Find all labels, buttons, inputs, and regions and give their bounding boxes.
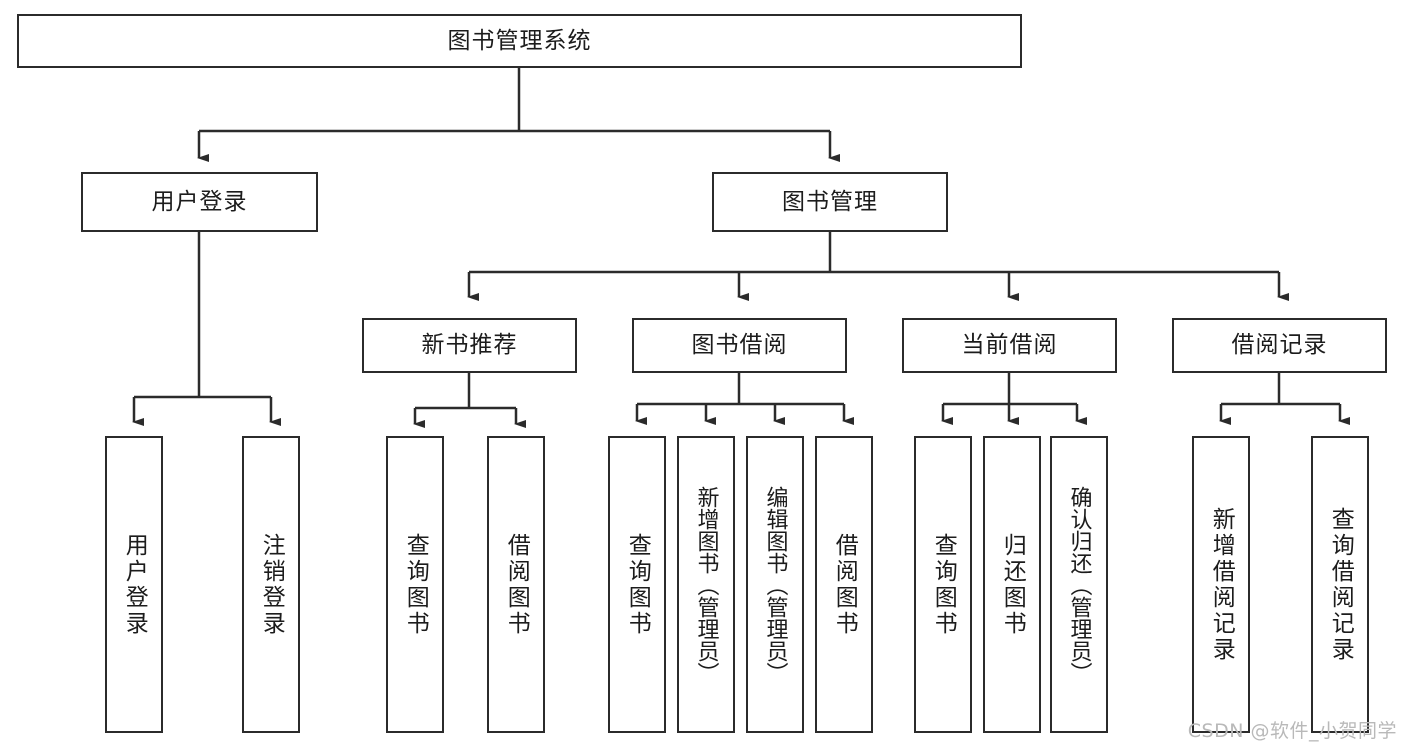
node-leaf-confirm-return[interactable]: 确认归还（管理员） xyxy=(1050,436,1108,733)
node-leaf-query-book-1-label: 查询图书 xyxy=(402,532,429,637)
node-current-borrow-label: 当前借阅 xyxy=(961,332,1058,359)
node-leaf-logout-login-label: 注销登录 xyxy=(258,532,285,637)
node-leaf-borrow-book-2[interactable]: 借阅图书 xyxy=(815,436,873,733)
watermark-text: CSDN @软件_小贺同学 xyxy=(1187,720,1397,742)
node-new-book-recommend-label: 新书推荐 xyxy=(421,332,518,359)
node-leaf-confirm-return-label: 确认归还（管理员） xyxy=(1066,485,1092,684)
node-borrow-record[interactable]: 借阅记录 xyxy=(1172,318,1387,373)
node-leaf-return-book-label: 归还图书 xyxy=(999,532,1026,637)
node-new-book-recommend[interactable]: 新书推荐 xyxy=(362,318,577,373)
node-leaf-add-book-label: 新增图书（管理员） xyxy=(693,485,719,684)
node-book-management[interactable]: 图书管理 xyxy=(712,172,948,232)
node-leaf-borrow-book-1[interactable]: 借阅图书 xyxy=(487,436,545,733)
node-leaf-edit-book[interactable]: 编辑图书（管理员） xyxy=(746,436,804,733)
node-root[interactable]: 图书管理系统 xyxy=(17,14,1022,68)
node-leaf-query-record-label: 查询借阅记录 xyxy=(1327,506,1354,663)
node-borrow-record-label: 借阅记录 xyxy=(1231,332,1328,359)
node-leaf-borrow-book-1-label: 借阅图书 xyxy=(503,532,530,637)
node-leaf-user-login-label: 用户登录 xyxy=(121,532,148,637)
node-leaf-query-book-3[interactable]: 查询图书 xyxy=(914,436,972,733)
node-leaf-query-book-3-label: 查询图书 xyxy=(930,532,957,637)
node-root-label: 图书管理系统 xyxy=(447,27,592,54)
node-leaf-add-book[interactable]: 新增图书（管理员） xyxy=(677,436,735,733)
node-leaf-query-record[interactable]: 查询借阅记录 xyxy=(1311,436,1369,733)
node-current-borrow[interactable]: 当前借阅 xyxy=(902,318,1117,373)
node-leaf-query-book-1[interactable]: 查询图书 xyxy=(386,436,444,733)
node-leaf-logout-login[interactable]: 注销登录 xyxy=(242,436,300,733)
node-leaf-borrow-book-2-label: 借阅图书 xyxy=(831,532,858,637)
node-book-management-label: 图书管理 xyxy=(782,188,878,215)
node-leaf-add-record-label: 新增借阅记录 xyxy=(1208,506,1235,663)
node-book-borrow-label: 图书借阅 xyxy=(691,332,788,359)
node-user-login-label: 用户登录 xyxy=(151,188,248,215)
node-book-borrow[interactable]: 图书借阅 xyxy=(632,318,847,373)
node-leaf-user-login[interactable]: 用户登录 xyxy=(105,436,163,733)
node-user-login[interactable]: 用户登录 xyxy=(81,172,318,232)
node-leaf-edit-book-label: 编辑图书（管理员） xyxy=(762,485,788,684)
node-leaf-add-record[interactable]: 新增借阅记录 xyxy=(1192,436,1250,733)
node-leaf-query-book-2-label: 查询图书 xyxy=(624,532,651,637)
node-leaf-return-book[interactable]: 归还图书 xyxy=(983,436,1041,733)
node-leaf-query-book-2[interactable]: 查询图书 xyxy=(608,436,666,733)
